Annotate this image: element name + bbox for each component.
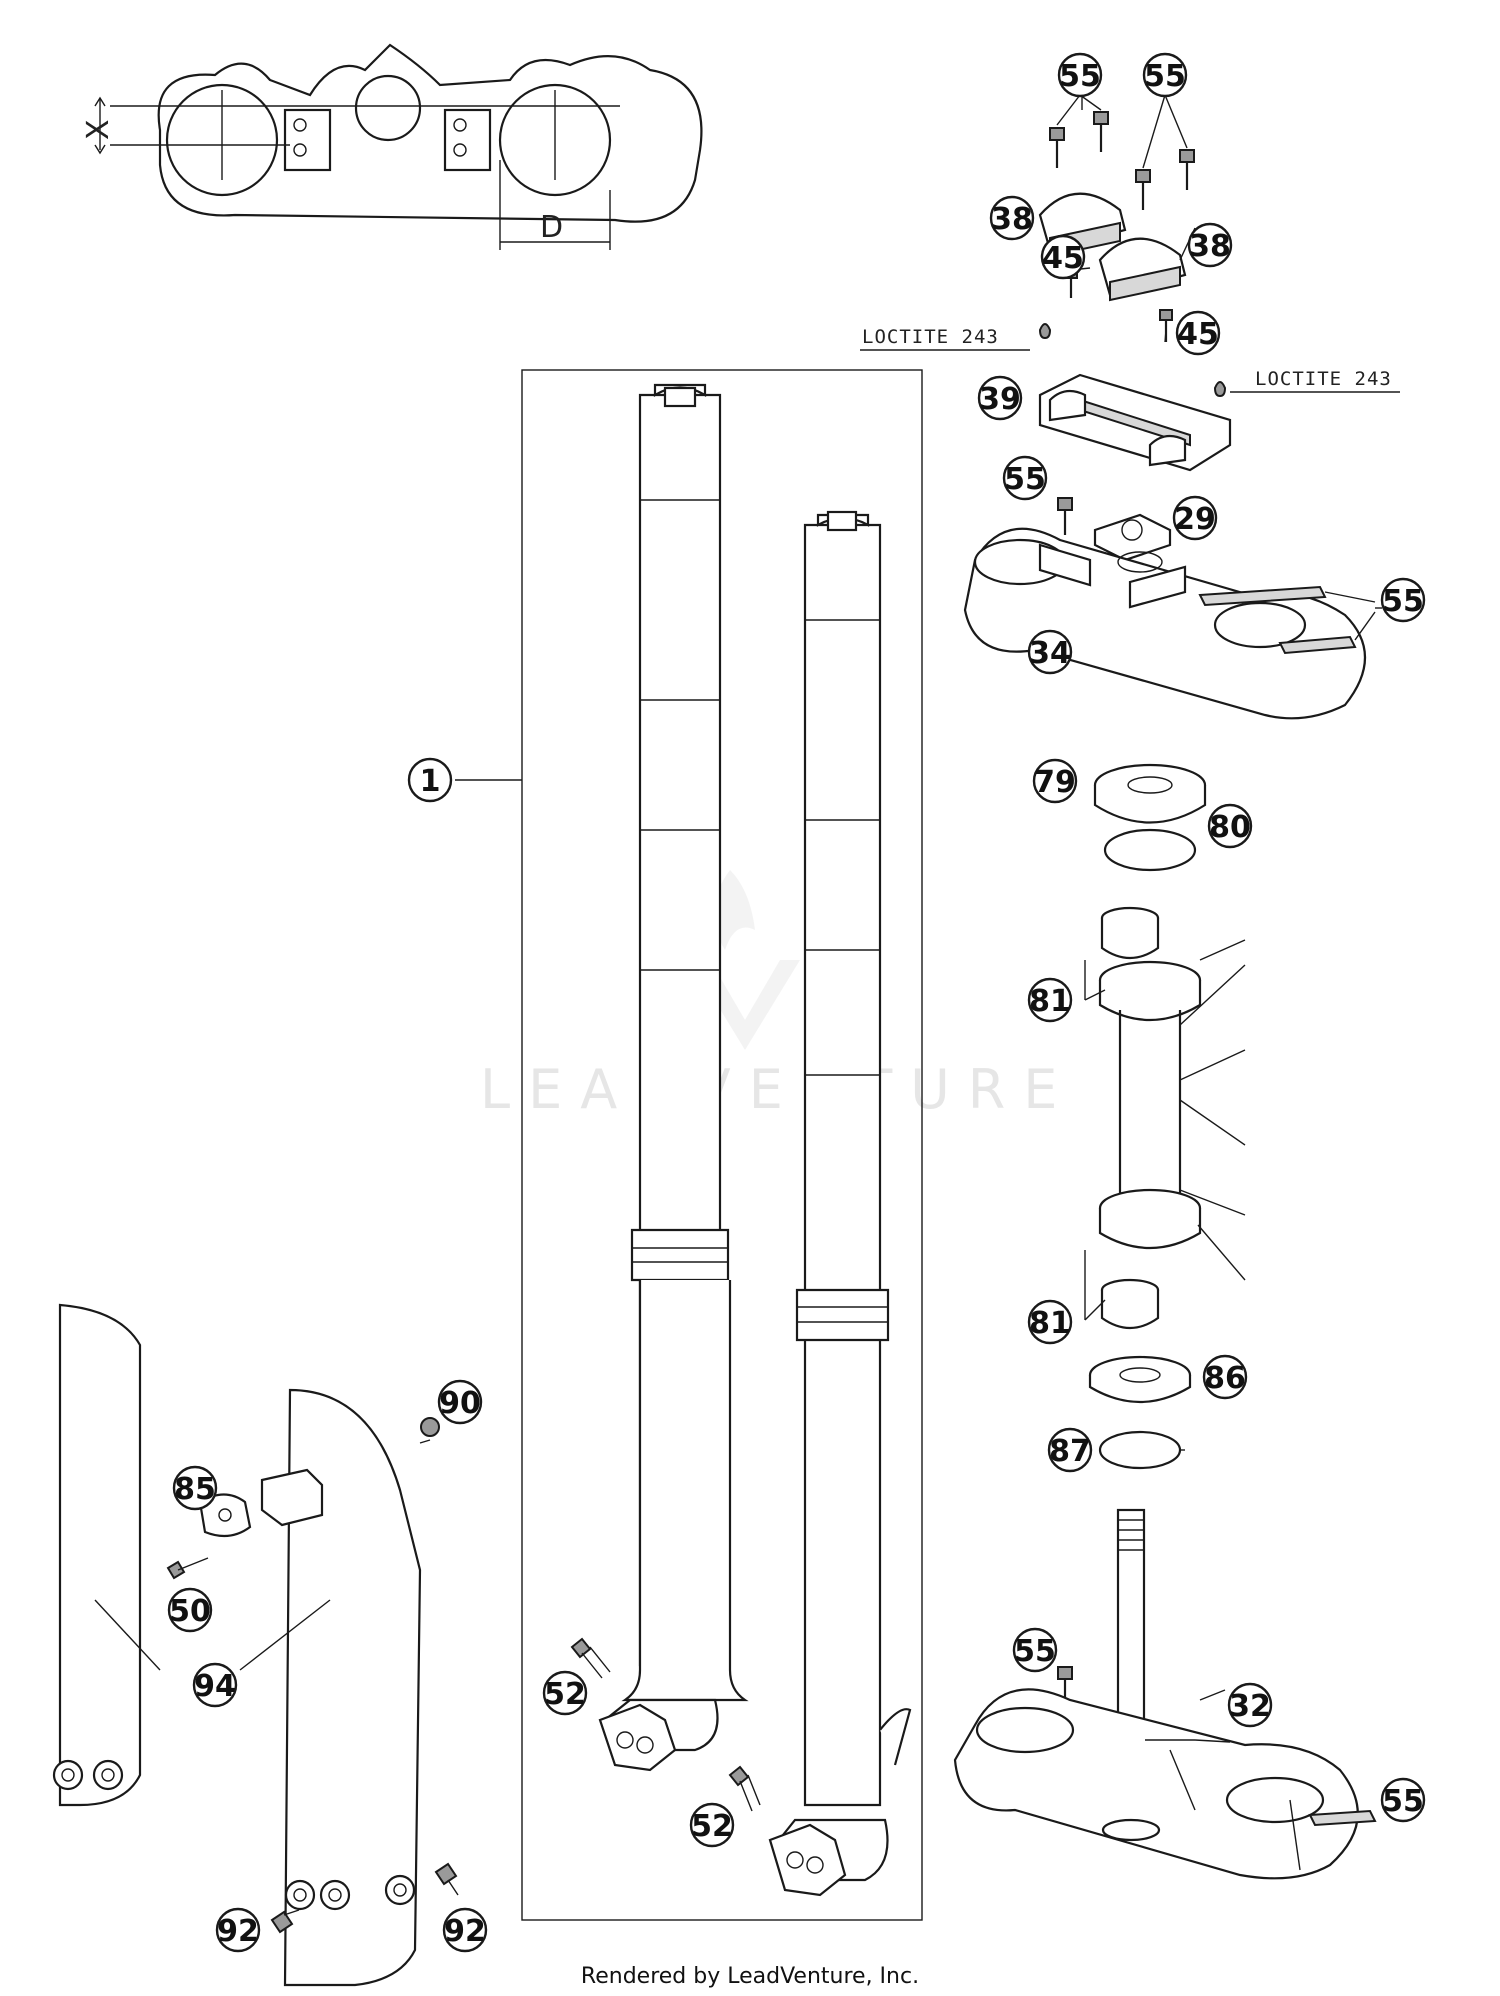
callout-85: 85	[172, 1465, 218, 1511]
fork-guard-right	[283, 1388, 422, 1987]
callout-32: 32	[1227, 1682, 1273, 1728]
steering-head-tube	[1118, 939, 1246, 1216]
svg-text:52: 52	[544, 1677, 586, 1712]
callout-29: 29	[1172, 495, 1218, 541]
washer-86	[1088, 1355, 1192, 1403]
callout-81-b: 81	[1027, 1299, 1073, 1345]
svg-text:38: 38	[991, 202, 1033, 237]
callout-45-a: 45	[1040, 234, 1086, 280]
svg-text:50: 50	[169, 1594, 211, 1629]
fork-guard-left	[52, 1303, 142, 1807]
svg-text:87: 87	[1049, 1434, 1091, 1469]
lower-triple-clamp-32	[953, 1508, 1377, 1880]
screw-50	[166, 1557, 209, 1580]
svg-text:79: 79	[1034, 765, 1076, 800]
svg-text:86: 86	[1204, 1361, 1246, 1396]
svg-text:92: 92	[217, 1914, 259, 1949]
watermark: LEADVENTURE	[480, 1058, 1075, 1121]
callout-81-a: 81	[1027, 977, 1073, 1023]
callout-55-e: 55	[1012, 1627, 1058, 1673]
o-ring-80	[1103, 828, 1197, 872]
svg-text:94: 94	[194, 1669, 236, 1704]
callout-87: 87	[1047, 1427, 1093, 1473]
svg-text:55: 55	[1059, 59, 1101, 94]
svg-text:34: 34	[1029, 636, 1071, 671]
callout-55-f: 55	[1380, 1777, 1426, 1823]
callout-39: 39	[977, 375, 1023, 421]
callout-52-b: 52	[689, 1802, 735, 1848]
callout-92-b: 92	[442, 1907, 488, 1953]
svg-text:55: 55	[1004, 462, 1046, 497]
svg-text:39: 39	[979, 382, 1021, 417]
svg-text:81: 81	[1029, 984, 1071, 1019]
callout-86: 86	[1202, 1354, 1248, 1400]
svg-text:55: 55	[1382, 584, 1424, 619]
clamp-38-right	[1098, 237, 1187, 302]
svg-text:52: 52	[691, 1809, 733, 1844]
svg-text:55: 55	[1014, 1634, 1056, 1669]
callout-55-b: 55	[1142, 52, 1188, 98]
upper-triple-clamp-34	[963, 497, 1376, 720]
washer-79	[1093, 763, 1207, 824]
callout-50: 50	[167, 1587, 213, 1633]
svg-text:55: 55	[1144, 59, 1186, 94]
guard-clip	[198, 1468, 324, 1538]
svg-text:80: 80	[1209, 810, 1251, 845]
bearing-81-upper	[1098, 906, 1202, 1021]
svg-text:38: 38	[1189, 229, 1231, 264]
callout-80: 80	[1207, 803, 1253, 849]
svg-text:81: 81	[1029, 1306, 1071, 1341]
fork-assembly-frame	[521, 369, 923, 1921]
svg-text:32: 32	[1229, 1689, 1271, 1724]
callout-52-a: 52	[542, 1670, 588, 1716]
screws-92	[270, 1862, 459, 1934]
svg-text:45: 45	[1177, 317, 1219, 352]
callout-1: 1	[407, 757, 453, 803]
handlebar-mount-39	[1038, 373, 1232, 472]
screw-52-left	[570, 1637, 611, 1679]
fork-leg-left	[598, 383, 749, 1772]
svg-text:29: 29	[1174, 502, 1216, 537]
callout-38-a: 38	[989, 195, 1035, 241]
svg-text:55: 55	[1382, 1784, 1424, 1819]
dimension-d-label: D	[540, 210, 563, 245]
svg-text:45: 45	[1042, 241, 1084, 276]
callout-55-d: 55	[1380, 577, 1426, 623]
callout-94: 94	[192, 1662, 238, 1708]
screw-52-right	[728, 1765, 761, 1812]
callout-55-a: 55	[1057, 52, 1103, 98]
callout-92-a: 92	[215, 1907, 261, 1953]
callout-38-b: 38	[1187, 222, 1233, 268]
callout-90: 90	[437, 1379, 483, 1425]
bearing-81-lower	[1098, 1188, 1246, 1329]
callout-45-b: 45	[1175, 310, 1221, 356]
svg-text:90: 90	[439, 1386, 481, 1421]
fork-leg-right	[768, 510, 912, 1897]
callout-55-c: 55	[1002, 455, 1048, 501]
svg-text:92: 92	[444, 1914, 486, 1949]
triple-clamp-schematic	[94, 43, 703, 250]
bolts-55-top	[1049, 94, 1195, 210]
footer-credit: Rendered by LeadVenture, Inc.	[581, 1964, 919, 1989]
svg-text:1: 1	[420, 764, 441, 799]
svg-text:85: 85	[174, 1472, 216, 1507]
nut-90	[420, 1417, 440, 1437]
loctite-note-left: LOCTITE 243	[862, 326, 999, 348]
dimension-x-label: X	[81, 119, 116, 140]
callout-79: 79	[1032, 758, 1078, 804]
callout-34: 34	[1027, 629, 1073, 675]
o-ring-87	[1098, 1430, 1182, 1470]
loctite-note-right: LOCTITE 243	[1255, 368, 1392, 390]
